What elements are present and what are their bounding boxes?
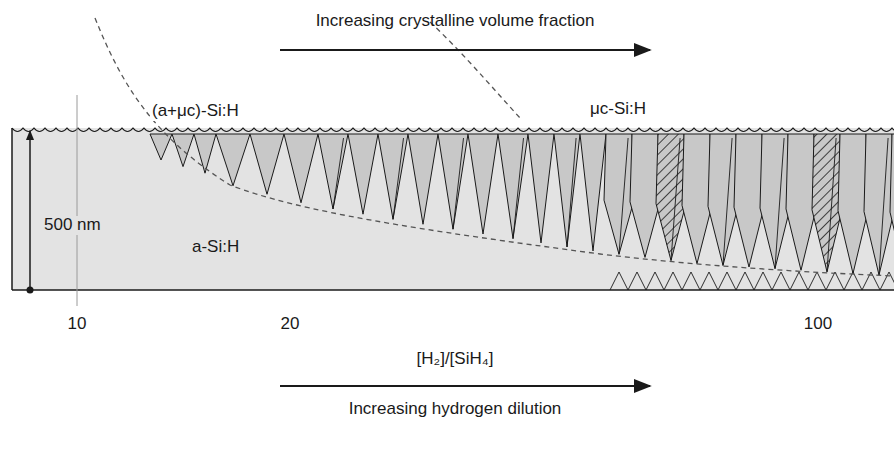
nucleus [682, 272, 700, 290]
grain [708, 134, 738, 265]
axis-title: [H₂]/[SiH₄] [417, 350, 494, 369]
grain [528, 134, 554, 243]
surface-line [12, 128, 894, 132]
grain [682, 134, 712, 264]
grain [864, 134, 894, 275]
grain [604, 134, 634, 254]
grain [408, 134, 438, 224]
nucleus [646, 272, 664, 290]
grain-boundary [567, 138, 576, 247]
grain-boundary [671, 138, 680, 261]
grain-boundary [827, 138, 836, 272]
grain [318, 134, 348, 209]
nucleus [826, 272, 844, 290]
dimension: 500 nm [42, 216, 103, 235]
tick-label: 10 [68, 315, 87, 334]
axis-title: Increasing hydrogen dilution [349, 400, 562, 419]
grain [656, 134, 686, 261]
grain-boundary [775, 138, 784, 269]
grain [580, 134, 606, 251]
grain [468, 134, 498, 234]
nucleus [628, 272, 646, 290]
grain [284, 134, 318, 203]
grain [250, 134, 284, 194]
grain [194, 134, 216, 173]
film-edge [11, 128, 13, 290]
axis-title: Increasing crystalline volume fraction [316, 12, 595, 31]
trend-arrow [280, 49, 650, 51]
nucleus [790, 272, 808, 290]
grain [554, 134, 580, 247]
grain [498, 134, 528, 239]
thickness-arrow [29, 131, 31, 288]
nucleus [880, 272, 894, 290]
grain [838, 134, 868, 273]
grain-boundary [513, 138, 524, 239]
grain [172, 134, 194, 167]
film-layer [12, 128, 894, 290]
tick-line [77, 95, 78, 306]
grain-boundary [723, 138, 732, 265]
grain-boundary [619, 138, 628, 254]
thickness-dot [27, 287, 34, 294]
region-label: μc-Si:H [590, 100, 646, 119]
amorphous-boundary [95, 18, 894, 276]
nucleus [700, 272, 718, 290]
grain [786, 134, 816, 270]
grain-boundary [879, 138, 888, 275]
crystalline-grains [150, 134, 894, 290]
tick-label: 100 [804, 315, 832, 334]
substrate-line [12, 289, 894, 291]
region-label: a-Si:H [190, 238, 241, 257]
nucleus [610, 272, 628, 290]
grain [760, 134, 790, 269]
grain [890, 134, 894, 276]
nucleus [772, 272, 790, 290]
grain [150, 134, 172, 160]
grain [734, 134, 764, 267]
grain [630, 134, 660, 257]
grain [348, 134, 378, 214]
grain [216, 134, 250, 186]
region-label: (a+μc)-Si:H [150, 102, 241, 121]
nucleus [718, 272, 736, 290]
film-surface [12, 128, 894, 132]
grain-boundary [453, 138, 464, 229]
nucleus [664, 272, 682, 290]
nucleus [808, 272, 826, 290]
grain [378, 134, 408, 219]
tick-label: 20 [281, 315, 300, 334]
nucleus [736, 272, 754, 290]
grain-boundary [393, 138, 404, 219]
grain-boundary [333, 138, 344, 209]
grain [812, 134, 842, 272]
crystalline-boundary [430, 22, 520, 118]
trend-arrow [280, 385, 650, 387]
grain [438, 134, 468, 229]
nucleus [754, 272, 772, 290]
